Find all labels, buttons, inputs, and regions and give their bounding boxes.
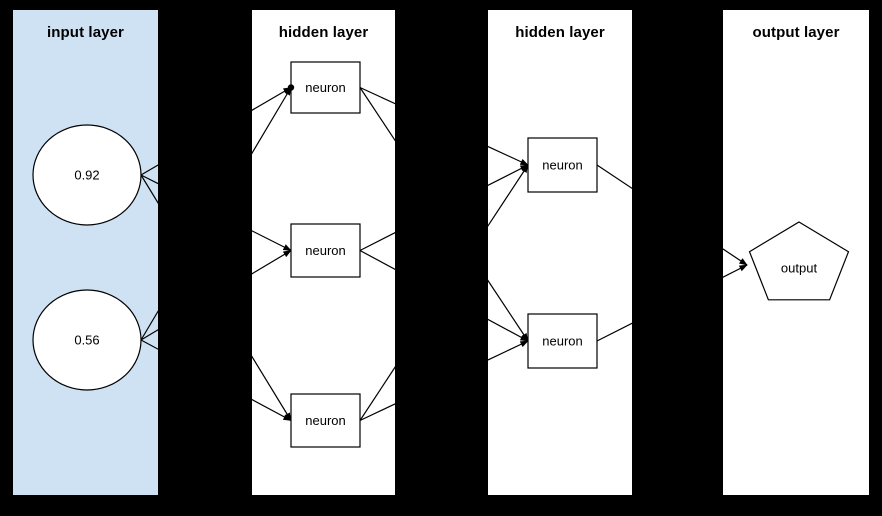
input-node-circle[interactable] xyxy=(32,124,142,226)
connection-arrow xyxy=(252,398,292,422)
layer-title-input: input layer xyxy=(47,24,124,41)
node-label: neuron xyxy=(305,80,345,95)
node-label: output xyxy=(781,261,818,276)
layer-panel-input[interactable]: 0.92 0.56 input layer xyxy=(13,10,158,495)
node-label: 0.92 xyxy=(74,168,99,183)
hidden-layer-1-graphics: neuron neuron neuron xyxy=(252,61,395,448)
connection-line xyxy=(359,87,395,142)
neuron-box[interactable] xyxy=(527,313,598,369)
connection-arrow xyxy=(252,86,292,155)
output-layer-graphics: output xyxy=(723,221,850,301)
connection-line xyxy=(140,339,158,350)
connection-line xyxy=(596,322,632,342)
connection-line xyxy=(359,249,395,271)
node-label: neuron xyxy=(542,158,582,173)
hidden-2-node-1[interactable]: neuron xyxy=(527,313,598,369)
input-layer-graphics: 0.92 0.56 xyxy=(32,124,158,391)
connection-arrow xyxy=(488,340,529,361)
connection-arrow xyxy=(488,164,529,227)
connection-line xyxy=(140,174,158,204)
connection-line xyxy=(596,164,632,190)
connection-line xyxy=(359,232,395,252)
node-label: 0.56 xyxy=(74,333,99,348)
hidden-1-node-1[interactable]: neuron xyxy=(290,223,361,278)
neuron-box[interactable] xyxy=(527,137,598,193)
layer-title-hidden-2: hidden layer xyxy=(515,24,605,41)
layer-title-output: output layer xyxy=(752,24,840,41)
input-node-0[interactable]: 0.92 xyxy=(32,124,142,226)
neuron-box[interactable] xyxy=(290,223,361,278)
connection-arrow xyxy=(488,318,529,342)
connection-line xyxy=(359,366,395,421)
output-node-0[interactable]: output xyxy=(748,221,850,301)
layer-panel-hidden-2[interactable]: neuron neuron hidden layer xyxy=(488,10,632,495)
layer-panel-hidden-1[interactable]: neuron neuron neuron hidden layer xyxy=(252,10,395,495)
connection-arrow xyxy=(488,164,529,187)
connection-arrow xyxy=(723,248,748,266)
neuron-box[interactable] xyxy=(290,61,361,114)
hidden-1-node-2[interactable]: neuron xyxy=(290,393,361,448)
connection-arrow xyxy=(252,230,292,252)
input-node-circle[interactable] xyxy=(32,289,142,391)
node-label: neuron xyxy=(305,243,345,258)
connection-line xyxy=(140,174,158,185)
connection-line xyxy=(359,86,395,105)
output-node-pentagon[interactable] xyxy=(748,221,850,301)
connection-line xyxy=(140,164,158,176)
layer-panel-output[interactable]: output output layer xyxy=(723,10,869,495)
connection-arrow xyxy=(252,355,292,422)
node-label: neuron xyxy=(542,334,582,349)
hidden-1-node-0[interactable]: neuron xyxy=(290,61,361,114)
connection-arrow xyxy=(488,145,529,166)
connection-endpoint-dot xyxy=(287,84,295,91)
connection-line xyxy=(140,310,158,341)
hidden-2-node-0[interactable]: neuron xyxy=(527,137,598,193)
connection-arrow xyxy=(723,264,748,278)
node-label: neuron xyxy=(305,413,345,428)
hidden-layer-2-graphics: neuron neuron xyxy=(488,137,632,369)
connection-line xyxy=(359,403,395,422)
layer-title-hidden-1: hidden layer xyxy=(278,24,369,41)
neuron-box[interactable] xyxy=(290,393,361,448)
connection-arrow xyxy=(252,249,292,275)
connection-arrow xyxy=(488,279,529,342)
connection-arrow xyxy=(252,86,292,111)
input-node-1[interactable]: 0.56 xyxy=(32,289,142,391)
